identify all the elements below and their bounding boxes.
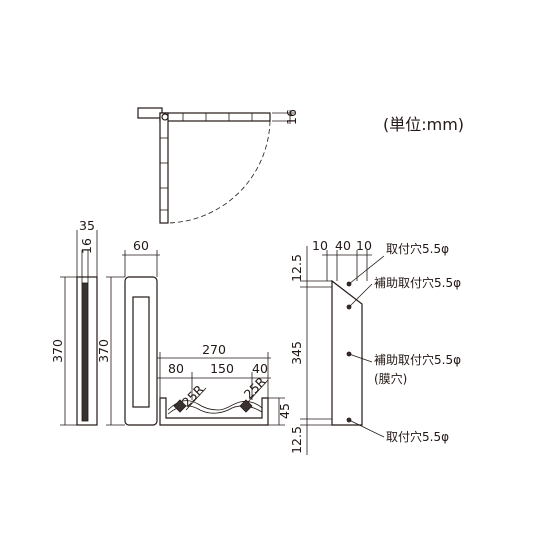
top-view-arm-horizontal [159,112,271,122]
dim-arm-height: 45 [277,403,292,419]
arm-detail-right [239,399,253,413]
side-view: 35 16 370 [50,218,98,426]
dim-plate-mid: 345 [289,341,304,365]
arm-profile-body [159,397,269,426]
side-view-inner [81,282,89,422]
dim-side-width-inner: 16 [79,238,94,254]
dim-front-width: 60 [133,238,149,253]
front-view: 60 370 [96,238,160,426]
callout-aux-hole-1: 補助取付穴5.5φ [374,275,461,290]
dim-plate-top: 12.5 [289,254,304,282]
dim-plate-w-3: 10 [356,238,372,253]
dim-arm-length: 270 [202,342,226,357]
dim-side-height: 370 [50,339,65,363]
dim-arm-seg-1: 80 [168,361,184,376]
arm-profile-view: 270 80 150 40 25R 25R 45 [157,342,292,426]
callout-hole-bottom: 取付穴5.5φ [386,429,449,444]
top-view-arm-vertical [159,112,169,224]
callout-aux-hole-2-note: (膜穴) [374,371,407,386]
dim-arm-seg-2: 150 [210,361,234,376]
dim-arm-seg-3: 40 [252,361,268,376]
back-plate-view: 10 40 10 12.5 345 12.5 取付穴5.5φ 補助取付穴5.5φ… [289,238,461,455]
dim-plate-w-1: 10 [312,238,328,253]
swing-arc [167,120,271,224]
top-view-bracket [137,107,163,119]
callout-hole-top: 取付穴5.5φ [386,241,449,256]
dim-top-depth: 16 [284,109,299,125]
arm-detail-left [173,399,187,413]
hinge-pin [161,113,169,121]
front-view-slot [132,296,150,408]
dim-side-width-outer: 35 [79,218,95,233]
top-view: 16 [137,107,299,224]
dim-front-height: 370 [96,339,111,363]
callout-aux-hole-2: 補助取付穴5.5φ [374,352,461,367]
unit-label: (単位:mm) [383,115,464,134]
dim-plate-w-2: 40 [335,238,351,253]
dim-plate-bottom: 12.5 [289,426,304,454]
